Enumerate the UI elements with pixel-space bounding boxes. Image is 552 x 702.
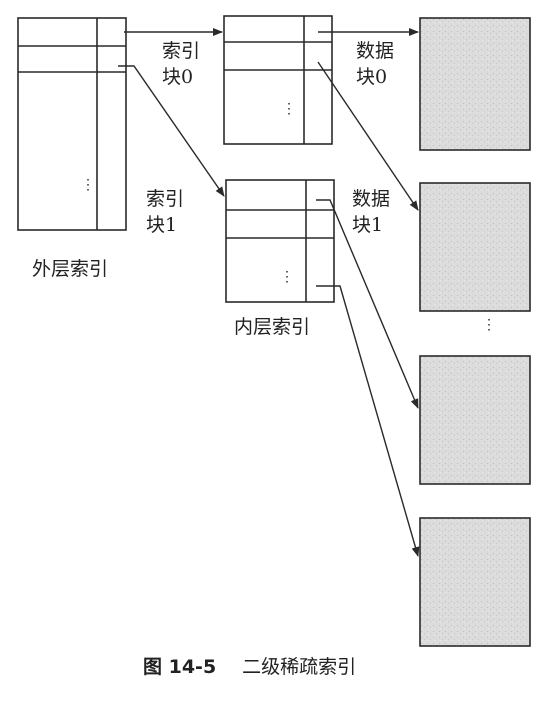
index-block-1-table <box>225 179 335 303</box>
outer-index-ellipsis: ⋮ <box>81 177 95 193</box>
data-block-0-label-line2: 块0 <box>356 66 388 88</box>
data-blocks-ellipsis: ⋮ <box>482 317 496 333</box>
arrow-block0-to-data1 <box>317 61 419 211</box>
data-block-1 <box>419 182 531 312</box>
index-block-0-label-line2: 块0 <box>162 66 194 88</box>
data-block-1-label-line2: 块1 <box>352 214 384 236</box>
arrow-block1-to-data2 <box>316 199 419 409</box>
outer-index-table <box>17 17 127 231</box>
arrow-outer-to-block1 <box>118 65 225 197</box>
data-block-0 <box>419 17 531 151</box>
figure-number: 图 14-5 <box>143 656 217 678</box>
index-block-1-ellipsis: ⋮ <box>280 269 294 285</box>
index-block-1-label-line2: 块1 <box>146 214 178 236</box>
arrow-block1-to-data3 <box>316 285 420 557</box>
outer-index-label: 外层索引 <box>32 258 109 280</box>
inner-index-label: 内层索引 <box>234 316 311 338</box>
index-block-0-label-line1: 索引 <box>162 40 201 62</box>
figure-title: 二级稀疏索引 <box>242 656 357 678</box>
figure-caption: 图 14-5 二级稀疏索引 <box>143 652 356 679</box>
index-block-0-table <box>223 15 333 145</box>
data-block-2 <box>419 355 531 485</box>
index-block-0-ellipsis: ⋮ <box>282 101 296 117</box>
data-block-0-label-line1: 数据 <box>356 40 395 62</box>
index-block-1-label-line1: 索引 <box>146 188 185 210</box>
data-block-3 <box>419 517 531 647</box>
data-block-1-label-line1: 数据 <box>352 188 391 210</box>
